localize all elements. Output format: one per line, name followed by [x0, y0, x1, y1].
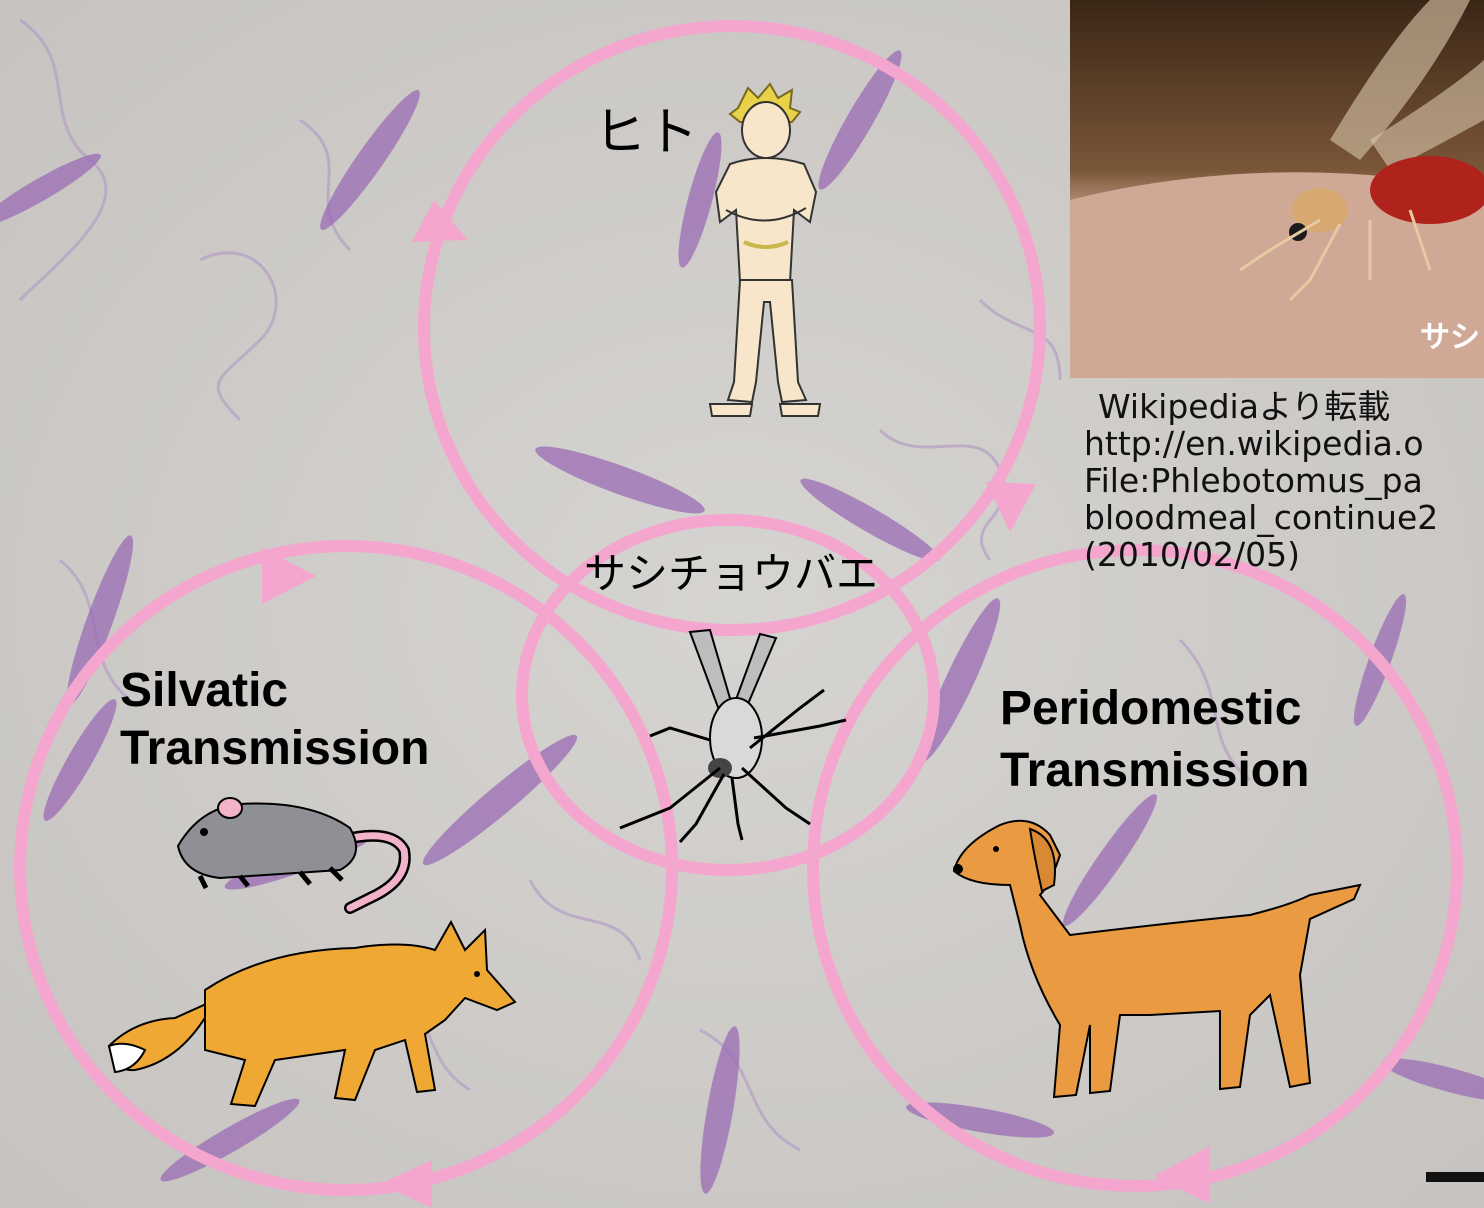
silvatic-transmission-label: Silvatic Transmission [120, 662, 429, 778]
human-label: ヒト [594, 90, 698, 165]
sandfly-photo: サシ [1070, 0, 1484, 378]
sandfly-label: サシチョウバエ [584, 540, 878, 601]
credit-date: (2010/02/05) [1084, 536, 1438, 573]
photo-caption: サシ [1420, 312, 1480, 356]
peridomestic-transmission-label: Peridomestic Transmission [1000, 678, 1309, 802]
arrowhead-peridomestic-bottom [1154, 1146, 1210, 1204]
fox-icon [105, 910, 525, 1110]
silvatic-label-line1: Silvatic [120, 662, 429, 720]
credit-file-line: File:Phlebotomus_pa [1084, 462, 1438, 499]
peridomestic-label-line1: Peridomestic [1000, 678, 1309, 740]
scale-bar [1426, 1172, 1484, 1182]
credit-url-line: http://en.wikipedia.o [1084, 425, 1438, 462]
credit-file-line-cont: bloodmeal_continue2 [1084, 499, 1438, 536]
credit-source: Wikipediaより転載 [1098, 388, 1438, 425]
mouse-icon [170, 788, 420, 914]
image-credit: Wikipediaより転載 http://en.wikipedia.o File… [1098, 388, 1438, 573]
sandfly-icon [610, 628, 850, 844]
human-figure [690, 82, 840, 427]
arrowhead-human-down [986, 482, 1036, 532]
dog-icon [950, 815, 1370, 1115]
silvatic-label-line2: Transmission [120, 720, 429, 778]
arrowhead-human-up [412, 200, 468, 242]
peridomestic-label-line2: Transmission [1000, 740, 1309, 802]
arrowhead-silvatic-bottom [380, 1160, 432, 1208]
